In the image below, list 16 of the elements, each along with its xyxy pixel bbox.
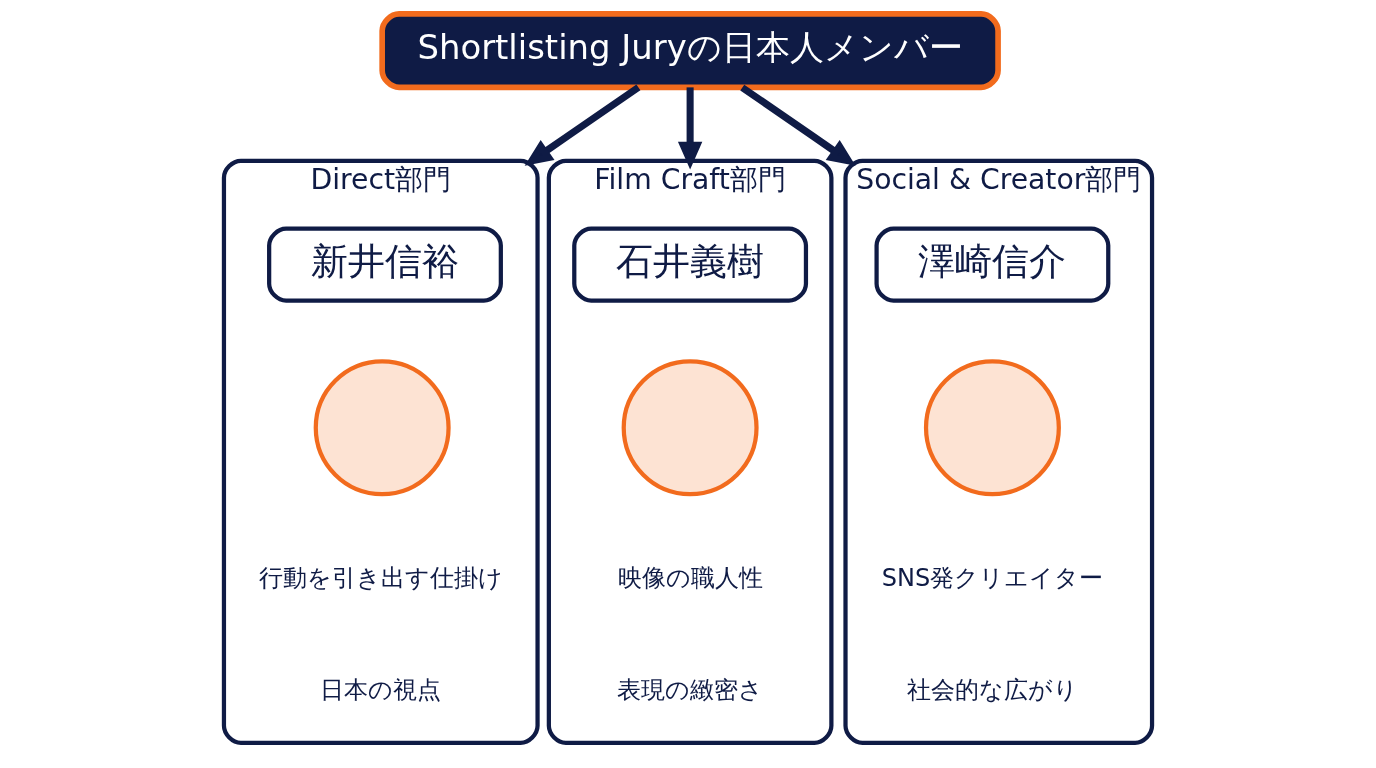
node-box: 澤崎信介 <box>874 226 1111 303</box>
node-circle <box>313 359 451 497</box>
node-text: 社会的な広がり <box>906 675 1078 704</box>
node-text: 行動を引き出す仕掛け <box>258 564 503 593</box>
node-box: 石井義樹 <box>572 226 809 303</box>
node-circle <box>621 359 759 497</box>
node-text: 映像の職人性 <box>617 564 763 593</box>
node-text: 日本の視点 <box>320 675 442 704</box>
arrow <box>677 87 703 170</box>
arrow <box>524 84 641 166</box>
node-circle <box>923 359 1061 497</box>
node-text: 表現の緻密さ <box>617 675 764 704</box>
node-text: SNS発クリエイター <box>881 564 1104 593</box>
node-box: Shortlisting Juryの日本人メンバー <box>379 11 1001 91</box>
node-box: 新井信裕 <box>267 226 503 303</box>
arrow <box>740 84 856 166</box>
